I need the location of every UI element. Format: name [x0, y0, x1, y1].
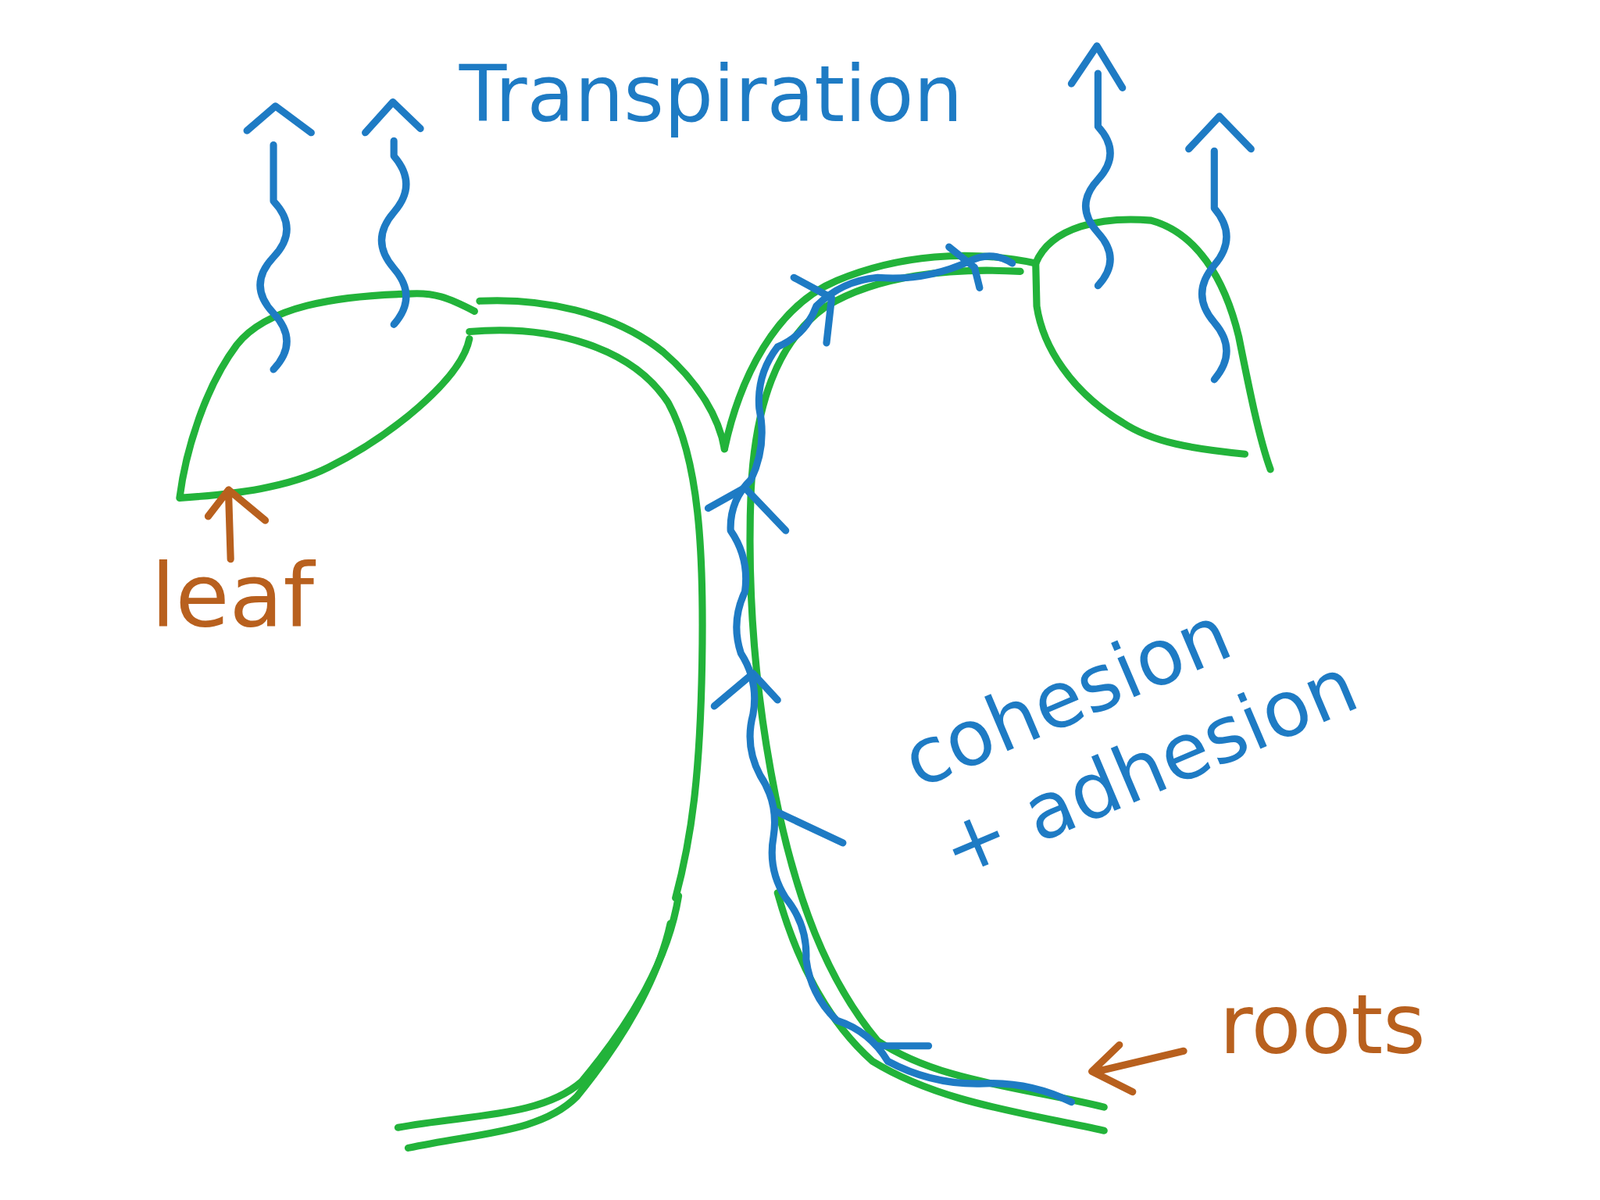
process-label: Transpiration — [459, 56, 964, 134]
transpiration-wave — [381, 140, 406, 325]
flow-chevron — [877, 1042, 929, 1050]
part-label: roots — [1219, 984, 1426, 1066]
transpiration-chevron — [1189, 116, 1252, 150]
wrap-spacer — [1245, 510, 1411, 640]
flow-chevron — [775, 810, 843, 843]
transpiration-wave — [1085, 73, 1111, 286]
flow-chevron — [707, 487, 786, 531]
left-leaf — [179, 293, 475, 499]
stem-left-upper — [479, 300, 725, 450]
transpiration-chevron — [246, 106, 311, 133]
right-leaf-bottom — [1035, 263, 1246, 454]
transpiration-wave — [1202, 150, 1227, 380]
transpiration-chevron — [365, 102, 422, 133]
part-label: leaf — [150, 550, 315, 639]
flow-chevron — [714, 673, 778, 707]
root-left-b — [407, 923, 671, 1148]
force-label-text: cohesion + adhesion — [889, 587, 1370, 896]
water-movement — [246, 46, 1251, 1103]
leaf-arrow — [207, 489, 265, 560]
stem-left-inner — [469, 330, 703, 899]
roots-arrow — [1092, 1044, 1185, 1092]
transpiration-wave — [260, 144, 287, 369]
right-leaf-top — [1035, 219, 1271, 470]
force-label: cohesion + adhesion — [888, 510, 1457, 898]
